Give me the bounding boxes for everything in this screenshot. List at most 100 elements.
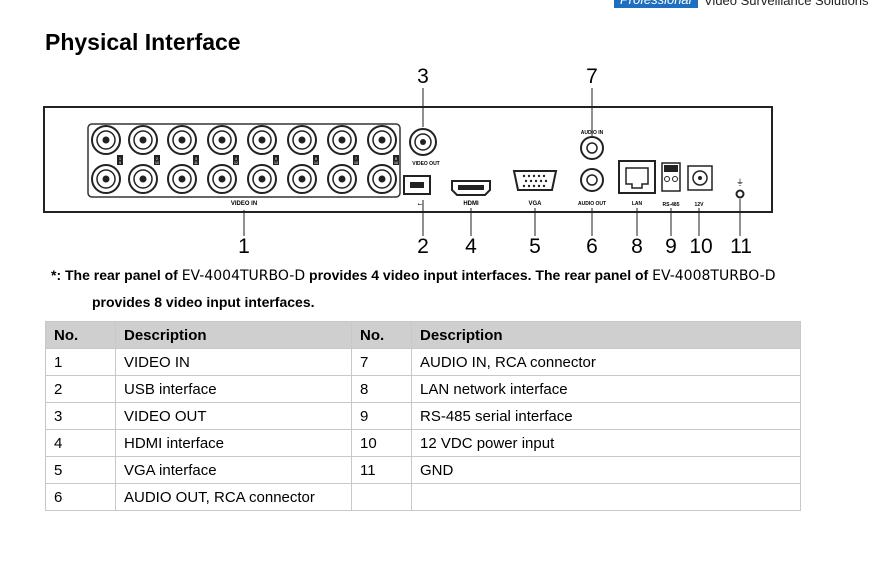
bnc-connector <box>367 164 397 194</box>
table-cell: 12 VDC power input <box>411 429 801 457</box>
hdmi-port <box>451 180 491 196</box>
table-cell: 6 <box>45 483 116 511</box>
channel-number: 5 <box>275 157 277 161</box>
bnc-connector <box>327 125 357 155</box>
channel-tab <box>353 155 359 165</box>
channel-number: 8 <box>395 157 397 161</box>
callout-10: 10 <box>689 235 712 258</box>
rear-panel-note: *: The rear panel of EV-4004TURBO-D prov… <box>51 262 851 315</box>
table-cell: 8 <box>351 375 412 403</box>
channel-tab <box>393 155 399 165</box>
interface-table: No. Description No. Description 1 VIDEO … <box>45 321 801 511</box>
table-cell <box>411 483 801 511</box>
channel-number: 9 <box>119 161 121 165</box>
note-prefix: *: The rear panel of <box>51 267 178 283</box>
channel-number: 6 <box>315 157 317 161</box>
channel-number: 13 <box>274 161 278 165</box>
header-no-2: No. <box>351 321 412 349</box>
table-cell: RS-485 serial interface <box>411 402 801 430</box>
bnc-connector <box>287 125 317 155</box>
channel-tab <box>233 155 239 165</box>
power-port <box>687 165 713 191</box>
table-cell: AUDIO IN, RCA connector <box>411 348 801 376</box>
callout-lines <box>243 88 741 236</box>
table-row: 5 VGA interface 11 GND <box>45 456 801 484</box>
table-cell: LAN network interface <box>411 375 801 403</box>
channel-tab <box>273 155 279 165</box>
video-out-connector <box>409 128 437 156</box>
callout-5: 5 <box>529 235 541 258</box>
table-header-row: No. Description No. Description <box>45 321 801 349</box>
table-cell: GND <box>411 456 801 484</box>
header-description-2: Description <box>411 321 801 349</box>
table-cell: 1 <box>45 348 116 376</box>
usb-port: ⭠ <box>403 175 431 208</box>
page-title: Physical Interface <box>45 29 241 55</box>
channel-number: 3 <box>195 157 197 161</box>
callout-3: 3 <box>417 65 429 88</box>
bnc-connector <box>128 125 158 155</box>
label-hdmi: HDMI <box>463 201 479 207</box>
callout-8: 8 <box>631 235 643 258</box>
audio-out-connector <box>580 168 604 192</box>
channel-tab <box>117 155 123 165</box>
note-suffix: provides 8 video input interfaces. <box>92 294 315 310</box>
table-row: 6 AUDIO OUT, RCA connector <box>45 483 801 511</box>
bnc-connector <box>207 125 237 155</box>
channel-tab <box>154 155 160 165</box>
table-cell: VGA interface <box>115 456 352 484</box>
label-vga: VGA <box>528 201 542 207</box>
label-power: 12V <box>695 202 705 208</box>
svg-text:⏚: ⏚ <box>736 178 744 187</box>
bnc-connector <box>167 125 197 155</box>
table-row: 1 VIDEO IN 7 AUDIO IN, RCA connector <box>45 348 801 376</box>
table-cell: VIDEO IN <box>115 348 352 376</box>
channel-number: 4 <box>235 157 237 161</box>
channel-number: 10 <box>155 161 159 165</box>
bnc-connector <box>247 164 277 194</box>
table-cell <box>351 483 412 511</box>
table-row: 2 USB interface 8 LAN network interface <box>45 375 801 403</box>
channel-number: 14 <box>314 161 318 165</box>
table-cell: 7 <box>351 348 412 376</box>
gnd-terminal: ⏚ <box>735 178 745 199</box>
bnc-connector <box>327 164 357 194</box>
table-cell: VIDEO OUT <box>115 402 352 430</box>
bnc-connector <box>167 164 197 194</box>
vga-port <box>512 170 558 191</box>
label-rs485: RS-485 <box>663 202 680 208</box>
channel-number: 11 <box>194 161 198 165</box>
channel-tab <box>313 155 319 165</box>
callout-4: 4 <box>465 235 477 258</box>
table-row: 3 VIDEO OUT 9 RS-485 serial interface <box>45 402 801 430</box>
svg-text:⭠: ⭠ <box>418 202 423 208</box>
bnc-connector <box>287 164 317 194</box>
callout-1: 1 <box>238 235 250 258</box>
table-cell: 4 <box>45 429 116 457</box>
channel-number: 2 <box>156 157 158 161</box>
callout-11: 11 <box>730 235 752 258</box>
callout-9: 9 <box>665 235 677 258</box>
channel-number: 12 <box>234 161 238 165</box>
table-cell: 5 <box>45 456 116 484</box>
video-in-group <box>87 123 401 198</box>
table-cell: USB interface <box>115 375 352 403</box>
label-video-in: VIDEO IN <box>231 201 257 207</box>
table-cell: 9 <box>351 402 412 430</box>
label-lan: LAN <box>632 201 643 207</box>
table-cell: AUDIO OUT, RCA connector <box>115 483 352 511</box>
callout-2: 2 <box>417 235 429 258</box>
header-badge: Professional <box>614 0 698 8</box>
channel-tab <box>193 155 199 165</box>
header-text: Video Surveillance Solutions <box>704 0 869 8</box>
note-model-1: EV-4004TURBO-D <box>181 268 306 284</box>
label-video-out: VIDEO OUT <box>412 161 440 167</box>
table-cell: 2 <box>45 375 116 403</box>
label-audio-out: AUDIO OUT <box>578 201 606 207</box>
bnc-connector <box>247 125 277 155</box>
channel-number: 1 <box>119 157 121 161</box>
table-cell: 3 <box>45 402 116 430</box>
table-cell: 10 <box>351 429 412 457</box>
